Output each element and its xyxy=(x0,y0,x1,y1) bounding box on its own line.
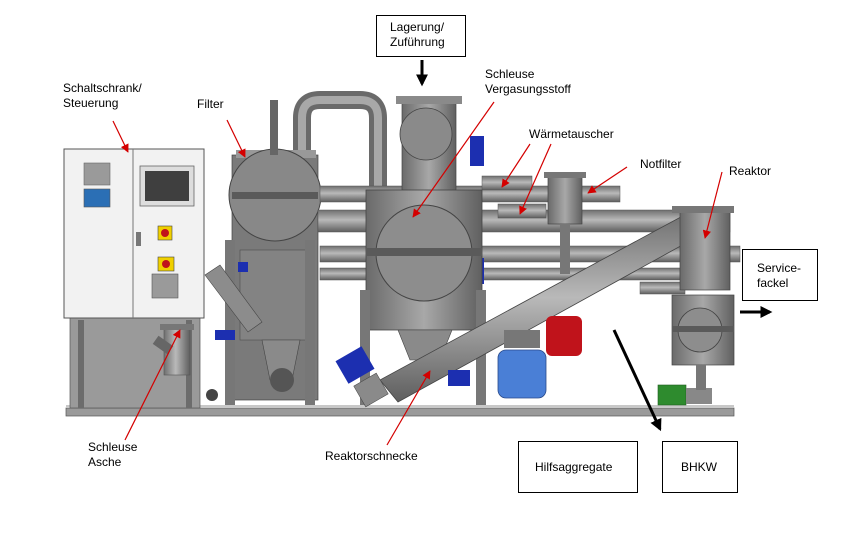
arrow-notfilter xyxy=(587,166,628,194)
label-reaktorschnecke: Reaktorschnecke xyxy=(325,449,418,463)
base-frame xyxy=(65,405,735,417)
arrow-reaktor xyxy=(702,171,723,239)
label-lagerung: Lagerung/ Zuführung xyxy=(376,15,466,57)
label-filter: Filter xyxy=(197,97,224,111)
arrow-schleuse-vergasung xyxy=(412,101,495,218)
label-schleuse-vergasung: Schleuse Vergasungsstoff xyxy=(485,67,571,96)
flow-arrows xyxy=(416,60,773,432)
arrow-reaktorschnecke xyxy=(386,370,431,446)
gasification-vessel xyxy=(360,96,486,405)
arrow-filter xyxy=(226,119,246,158)
arrow-schleuse-asche xyxy=(124,329,181,441)
emergency-filter xyxy=(544,172,586,274)
label-hilfsaggregate: Hilfsaggregate xyxy=(518,441,638,493)
auxiliary-units xyxy=(448,316,582,399)
label-reaktor: Reaktor xyxy=(729,164,772,178)
label-schleuse-asche: Schleuse Asche xyxy=(88,440,138,469)
label-waermetauscher: Wärmetauscher xyxy=(529,127,614,141)
label-service-fackel: Service- fackel xyxy=(742,249,818,301)
arrow-waermetauscher-2 xyxy=(519,143,552,215)
filter-unit xyxy=(204,100,322,405)
label-notfilter: Notfilter xyxy=(640,157,682,171)
callout-arrows xyxy=(112,101,723,446)
arrow-waermetauscher-1 xyxy=(501,143,531,188)
reactor-unit xyxy=(657,206,735,406)
gas-pipe-loop xyxy=(293,91,387,190)
arrow-schaltschrank xyxy=(112,120,129,153)
label-schaltschrank: Schaltschrank/ Steuerung xyxy=(63,81,142,110)
reactor-screw xyxy=(335,211,707,408)
arrow-to-bhkw xyxy=(612,329,662,432)
label-bhkw: BHKW xyxy=(662,441,738,493)
